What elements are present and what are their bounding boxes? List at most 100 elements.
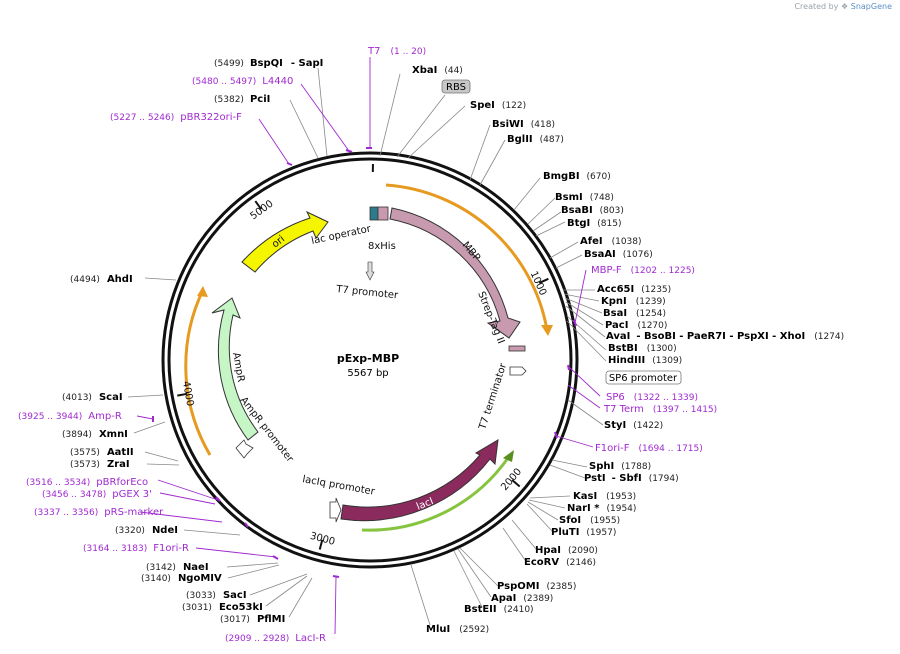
site-acc65i[interactable]: Acc65I(1235) xyxy=(597,284,671,295)
laci-orf-arc xyxy=(361,457,510,532)
feature-t7-promoter-arrow xyxy=(365,261,375,281)
feature-arrow-ampr[interactable] xyxy=(211,297,259,441)
site-apai[interactable]: ApaI(2389) xyxy=(491,593,553,604)
primer-amp-r[interactable]: (3925 .. 3944)Amp-R xyxy=(18,411,122,422)
site-bspqi[interactable]: (5499)BspQI- SapI xyxy=(214,58,323,69)
site-aatii[interactable]: (3575)AatII xyxy=(70,447,134,458)
sp6-promoter-box[interactable] xyxy=(605,370,682,385)
site-paci[interactable]: PacI(1270) xyxy=(605,320,667,331)
site-kpni[interactable]: KpnI(1239) xyxy=(601,296,666,307)
primer-sp6[interactable]: SP6(1322 .. 1339) xyxy=(606,392,698,403)
primer-label-layer: T7(1 .. 20) (5480 .. 5497)L4440 (5227 ..… xyxy=(18,46,717,644)
site-bsiwi[interactable]: BsiWI(418) xyxy=(492,119,555,130)
feature-label-t7-terminator: T7 terminator xyxy=(477,361,509,432)
tick-label: 2000 xyxy=(499,466,524,493)
feature-arrow-mbp[interactable] xyxy=(389,207,521,339)
site-pluti[interactable]: PluTI(1957) xyxy=(551,527,616,538)
site-bsaai[interactable]: BsaAI(1076) xyxy=(584,249,653,260)
tick-mark xyxy=(511,479,521,488)
tick-label: 4000 xyxy=(180,380,195,407)
site-sfoi[interactable]: SfoI(1955) xyxy=(559,515,620,526)
site-scai[interactable]: (4013)ScaI xyxy=(62,392,123,403)
site-mlui[interactable]: MluI(2592) xyxy=(426,624,489,635)
tick-mark xyxy=(177,392,188,397)
plasmid-size: 5567 bp xyxy=(347,368,388,379)
connector-layer xyxy=(127,67,607,626)
mbp-orf-arc xyxy=(385,183,549,331)
site-pflmi[interactable]: (3017)PflMI xyxy=(220,614,285,625)
site-bsmi[interactable]: BsmI(748) xyxy=(555,192,614,203)
site-bstbi[interactable]: BstBI(1300) xyxy=(608,343,677,354)
site-ndei[interactable]: (3320)NdeI xyxy=(115,525,178,536)
site-hpai[interactable]: HpaI(2090) xyxy=(535,545,598,556)
primer-connector-layer xyxy=(136,57,601,635)
feature-label-8xhis: 8xHis xyxy=(368,241,396,252)
site-sphi[interactable]: SphI(1788) xyxy=(589,461,651,472)
site-nari[interactable]: NarI *(1954) xyxy=(567,503,636,514)
site-bsteii[interactable]: BstEII(2410) xyxy=(464,604,534,615)
site-pcii[interactable]: (5382)PciI xyxy=(214,94,270,105)
site-avai[interactable]: AvaI- BsoBI - PaeR7I - PspXI - XhoI(1274… xyxy=(606,331,844,342)
feature-layer xyxy=(211,206,527,523)
rbs-box[interactable] xyxy=(441,79,471,94)
primer-pgex3[interactable]: (3456 .. 3478)pGEX 3' xyxy=(42,489,152,500)
site-kasi[interactable]: KasI(1953) xyxy=(573,491,636,502)
site-xmni[interactable]: (3894)XmnI xyxy=(62,429,128,440)
feature-strep-tag-box xyxy=(508,345,526,352)
site-afei[interactable]: AfeI(1038) xyxy=(580,236,642,247)
site-styi[interactable]: StyI(1422) xyxy=(604,420,663,431)
tick-mark xyxy=(254,200,262,210)
site-psti[interactable]: PstI- SbfI(1794) xyxy=(584,473,679,484)
feature-label-laciq-promoter: lacIq promoter xyxy=(301,474,376,498)
site-spei[interactable]: SpeI(122) xyxy=(470,100,526,111)
site-zrai[interactable]: (3573)ZraI xyxy=(70,459,130,470)
credit-prefix: Created by xyxy=(794,2,839,11)
mbp-orf-arrowhead xyxy=(541,325,553,336)
tick-label: 3000 xyxy=(309,531,336,548)
primer-pbr322ori-f[interactable]: (5227 .. 5246)pBR322ori-F xyxy=(110,112,242,123)
tick-mark xyxy=(318,539,324,550)
primer-prs-marker[interactable]: (3337 .. 3356)pRS-marker xyxy=(34,507,164,518)
site-bsai[interactable]: BsaI(1254) xyxy=(603,308,666,319)
primer-t7-term[interactable]: T7 Term(1397 .. 1415) xyxy=(603,404,717,415)
site-psp-omi[interactable]: PspOMI(2385) xyxy=(497,581,576,592)
site-label-layer: (5499)BspQI- SapI (5382)PciI XbaI(44) Sp… xyxy=(62,58,844,635)
backbone-outer-ring xyxy=(161,151,579,569)
site-saci[interactable]: (3033)SacI xyxy=(186,590,247,601)
laci-orf-arrowhead xyxy=(503,450,514,462)
site-hindiii[interactable]: HindIII(1309) xyxy=(608,355,682,366)
credit-brand: SnapGene xyxy=(850,2,892,11)
tick-mark xyxy=(538,277,549,284)
ampr-orf-arc xyxy=(184,289,212,456)
site-bsabi[interactable]: BsaBI(803) xyxy=(561,205,624,216)
site-bmgbi[interactable]: BmgBI(670) xyxy=(543,171,611,182)
site-eco53ki[interactable]: (3031)Eco53kI xyxy=(182,602,263,613)
feature-laciq-promoter-arrow xyxy=(329,497,342,523)
site-naei[interactable]: (3142)NaeI xyxy=(146,562,209,573)
feature-arrow-ori[interactable] xyxy=(241,210,329,273)
credit-label: Created by ❖ SnapGene xyxy=(794,2,892,11)
primer-mbp-f[interactable]: MBP-F(1202 .. 1225) xyxy=(591,265,695,276)
tick-label: 5000 xyxy=(249,198,276,222)
feature-arrow-laci[interactable] xyxy=(340,439,499,522)
sp6-promoter-label: SP6 promoter xyxy=(609,373,678,384)
primer-f1ori-r[interactable]: (3164 .. 3183)F1ori-R xyxy=(83,543,189,554)
primer-t7[interactable]: T7(1 .. 20) xyxy=(367,46,426,57)
primer-l4440[interactable]: (5480 .. 5497)L4440 xyxy=(192,76,293,87)
feature-lac-operator-box xyxy=(369,206,379,221)
primer-pbrforeco[interactable]: (3516 .. 3534)pBRforEco xyxy=(26,477,148,488)
rbs-label: RBS xyxy=(446,82,466,93)
site-btgi[interactable]: BtgI(815) xyxy=(567,218,621,229)
site-ecorv[interactable]: EcoRV(2146) xyxy=(524,557,596,568)
snapgene-icon: ❖ xyxy=(841,2,849,11)
site-ahdi[interactable]: (4494)AhdI xyxy=(70,274,133,285)
primer-laci-r[interactable]: (2909 .. 2928)LacI-R xyxy=(225,633,326,644)
backbone-inner-ring xyxy=(167,157,573,563)
site-xbai[interactable]: XbaI(44) xyxy=(412,65,463,76)
primer-f1ori-f[interactable]: F1ori-F(1694 .. 1715) xyxy=(595,443,703,454)
feature-label-ampr: AmpR xyxy=(230,352,246,383)
feature-t7-terminator-arrow xyxy=(509,366,527,376)
ampr-orf-arrowhead xyxy=(197,286,208,297)
site-bglii[interactable]: BglII(487) xyxy=(507,134,564,145)
site-ngomiv[interactable]: (3140)NgoMIV xyxy=(141,573,222,584)
